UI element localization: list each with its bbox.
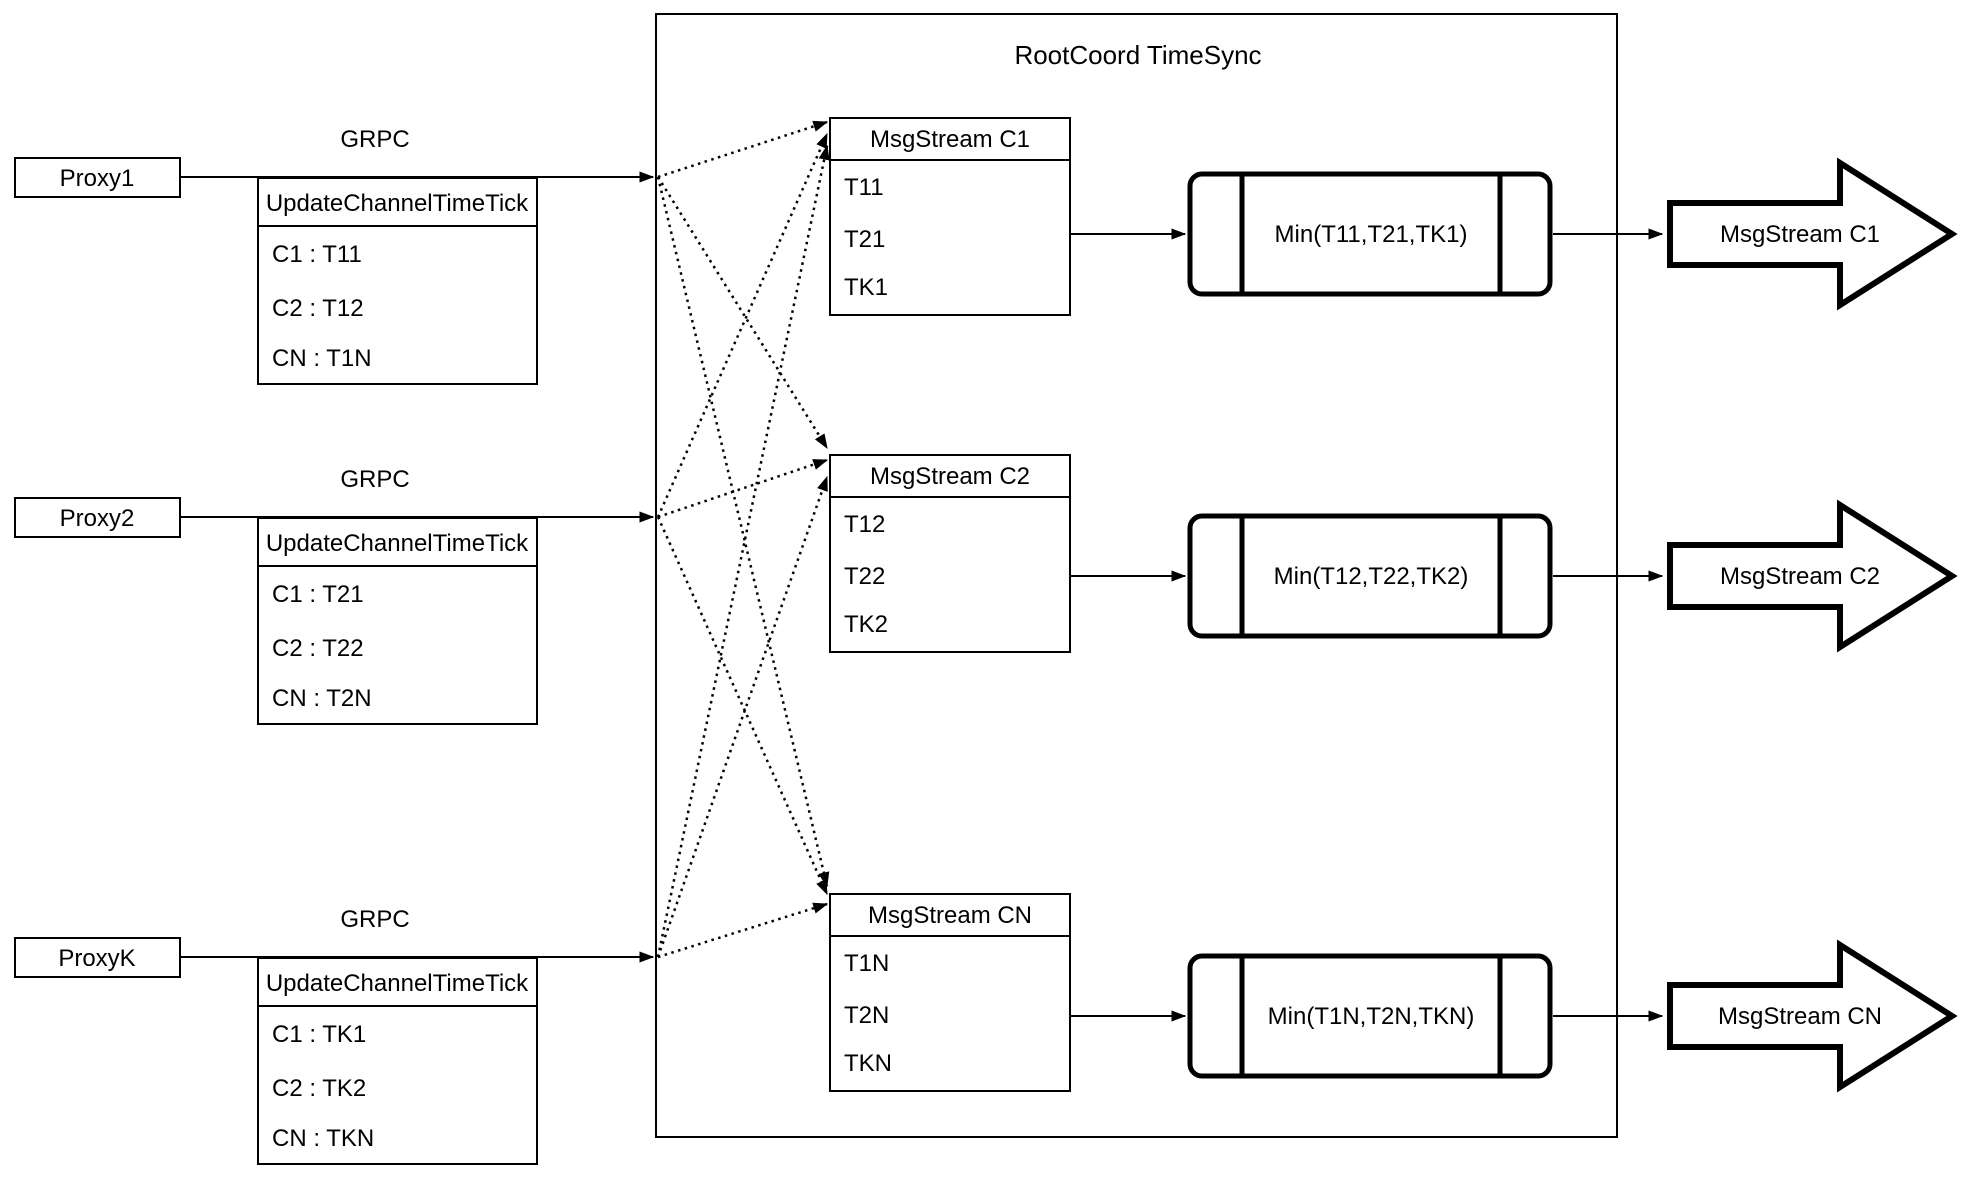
msgstream-c1-table [829,117,1071,316]
proxyk-group: ProxyK GRPC UpdateChannelTimeTick C1 : T… [14,906,655,1165]
proxy1-grpc-label: GRPC [340,126,409,153]
output-arrow-cn-label: MsgStream CN [1718,1003,1882,1030]
dotted-link-proxy1-c2 [656,176,829,450]
msgstream-c2-table [829,454,1071,653]
proxy1-update-table-header: UpdateChannelTimeTick [266,190,529,217]
proxy2-table-row: C1 : T21 [272,581,364,608]
output-arrow-c2 [1667,499,1958,653]
msgstream-cn-tick: TKN [844,1050,892,1077]
proxy2-update-table [257,517,538,725]
proxy1-box [14,157,181,198]
msgstream-c2-tick: TK2 [844,611,888,638]
proxy1-update-table [257,177,538,385]
output-arrow-cn [1667,939,1958,1093]
msgstream-c1-table-header: MsgStream C1 [870,126,1030,153]
proxy2-update-table-header: UpdateChannelTimeTick [266,530,529,557]
proxy2-table-row: CN : T2N [272,685,372,712]
msgstream-c2-table-header: MsgStream C2 [870,463,1030,490]
output-arrow-c2-label: MsgStream C2 [1720,563,1880,590]
proxy1-group: Proxy1 GRPC UpdateChannelTimeTick C1 : T… [14,126,655,385]
stream-c1-group: MsgStream C1 T11 T21 TK1 Min(T11,T21,TK1… [829,117,1958,316]
dotted-link-proxy1-c1 [657,120,829,179]
proxyk-update-table [257,957,538,1165]
timetick-dotted-links [656,120,830,959]
rootcoord-title: RootCoord TimeSync [1014,40,1261,70]
dotted-link-proxy1-cn [656,176,830,888]
msgstream-cn-tick: T1N [844,950,889,977]
dotted-link-proxy2-cn [656,516,829,896]
dotted-link-proxyk-cn [657,902,829,959]
proxyk-update-table-header: UpdateChannelTimeTick [266,970,529,997]
proxy1-table-row: C1 : T11 [272,241,362,268]
proxyk-label: ProxyK [58,945,135,972]
proxy2-box [14,497,181,538]
msgstream-cn-table [829,893,1071,1092]
proxy2-group: Proxy2 GRPC UpdateChannelTimeTick C1 : T… [14,466,655,725]
min-c1-label: Min(T11,T21,TK1) [1275,221,1468,248]
stream-cn-group: MsgStream CN T1N T2N TKN Min(T1N,T2N,TKN… [829,893,1958,1093]
min-c1-box [1187,171,1553,297]
min-cn-label: Min(T1N,T2N,TKN) [1268,1003,1475,1030]
min-c2-box [1187,513,1553,639]
proxy1-table-row: C2 : T12 [272,295,364,322]
msgstream-cn-table-header: MsgStream CN [868,902,1032,929]
dotted-link-proxy2-c2 [657,458,829,519]
proxy2-grpc-label: GRPC [340,466,409,493]
proxyk-table-row: C2 : TK2 [272,1075,366,1102]
proxy2-table-row: C2 : T22 [272,635,364,662]
msgstream-c2-tick: T22 [844,563,885,590]
msgstream-c1-tick: T11 [844,174,884,201]
output-arrow-c1-label: MsgStream C1 [1720,221,1880,248]
proxy1-label: Proxy1 [60,165,135,192]
min-c2-label: Min(T12,T22,TK2) [1274,563,1469,590]
msgstream-c1-tick: T21 [844,226,885,253]
proxyk-box [14,937,181,978]
msgstream-c2-tick: T12 [844,511,885,538]
proxyk-table-row: CN : TKN [272,1125,374,1152]
min-cn-box [1187,953,1553,1079]
proxy1-table-row: CN : T1N [272,345,372,372]
stream-c2-group: MsgStream C2 T12 T22 TK2 Min(T12,T22,TK2… [829,454,1958,653]
output-arrow-c1 [1667,157,1958,311]
dotted-link-proxyk-c1 [656,144,830,958]
proxyk-grpc-label: GRPC [340,906,409,933]
msgstream-cn-tick: T2N [844,1002,889,1029]
proxyk-table-row: C1 : TK1 [272,1021,366,1048]
dotted-link-proxyk-c2 [656,475,829,958]
msgstream-c1-tick: TK1 [844,274,888,301]
proxy2-label: Proxy2 [60,505,135,532]
